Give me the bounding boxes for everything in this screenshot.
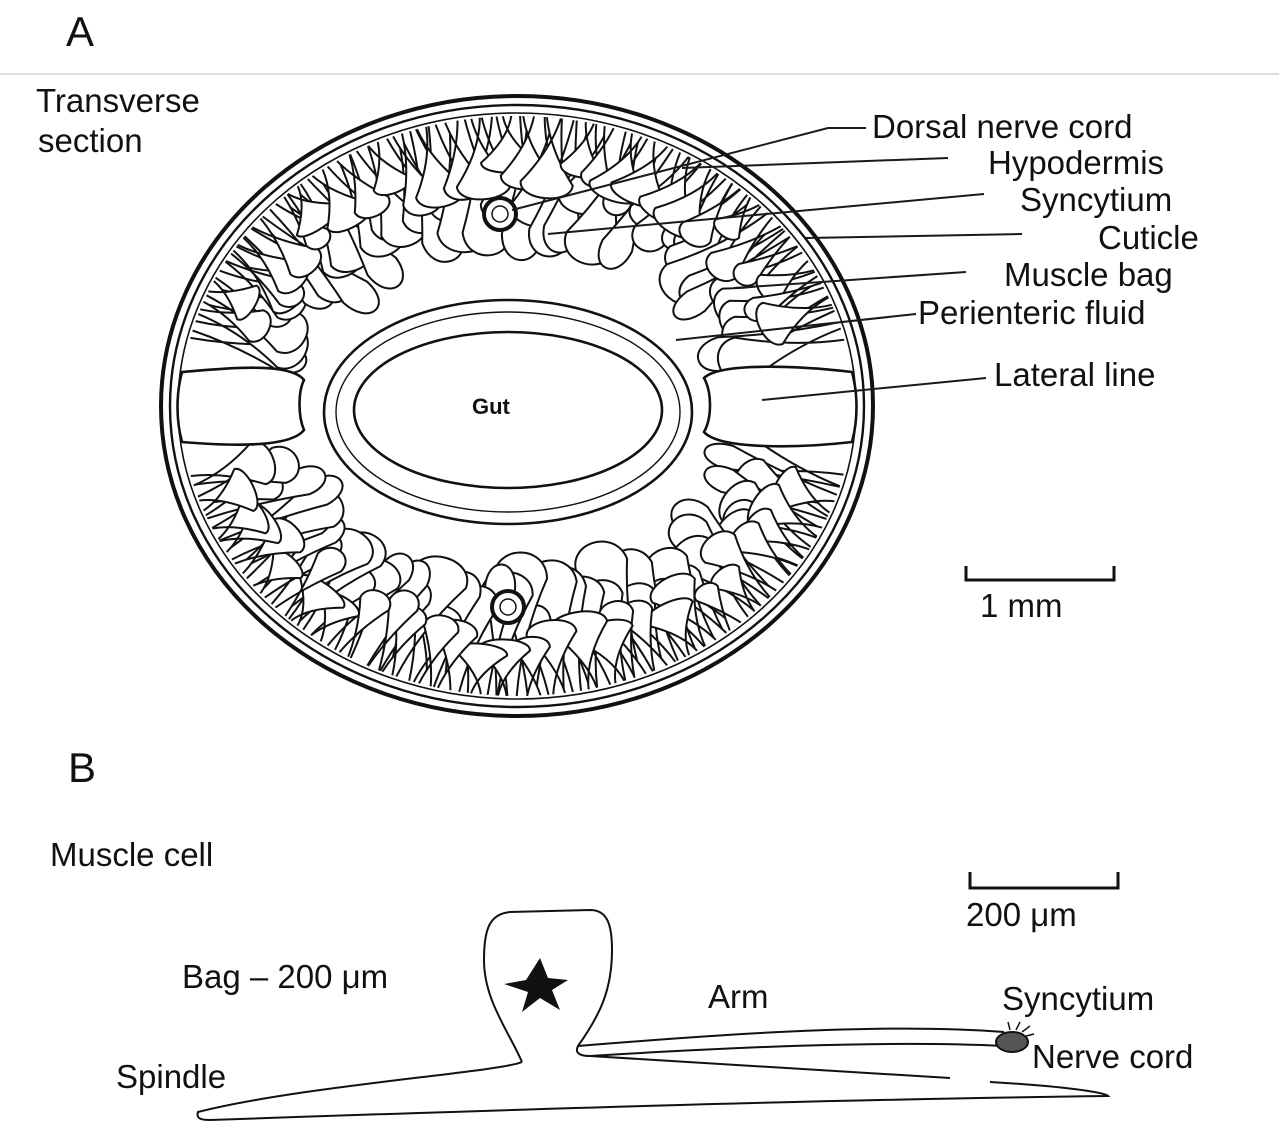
panel-b-letter: B [68, 744, 96, 791]
panel-a-letter: A [66, 8, 94, 55]
muscle-cell-title: Muscle cell [50, 836, 213, 873]
label-nerve-cord: Nerve cord [1032, 1038, 1193, 1075]
lateral-line-right [704, 367, 857, 447]
label-muscle-bag: Muscle bag [1004, 256, 1173, 293]
scale-bar-1mm: 1 mm [966, 566, 1114, 624]
scale-bar-200um: 200 μm [966, 872, 1118, 933]
section-title-line2: section [38, 122, 143, 159]
scale-bar-label-200um: 200 μm [966, 896, 1077, 933]
label-arm: Arm [708, 978, 769, 1015]
label-perienteric-fluid: Perienteric fluid [918, 294, 1145, 331]
muscle-arm [578, 1029, 1004, 1056]
label-spindle: Spindle [116, 1058, 226, 1095]
muscle-cell-diagram [198, 910, 1109, 1120]
label-syncytium: Syncytium [1020, 181, 1172, 218]
scale-bar-line [966, 566, 1114, 580]
muscle-cell-labels: Bag – 200 μm Arm Syncytium Nerve cord Sp… [116, 958, 1193, 1095]
lateral-line-left [178, 368, 305, 445]
label-hypodermis: Hypodermis [988, 144, 1164, 181]
dorsal-nerve-cord [484, 198, 516, 230]
label-syncytium-b: Syncytium [1002, 980, 1154, 1017]
label-lateral-line: Lateral line [994, 356, 1155, 393]
section-title-line1: Transverse [36, 82, 200, 119]
muscle-bag-outline [198, 910, 1109, 1120]
ventral-nerve-cord [492, 591, 524, 623]
transverse-section-diagram: Gut [161, 96, 873, 716]
structure-labels: Dorsal nerve cord Hypodermis Syncytium C… [872, 108, 1199, 393]
label-cuticle: Cuticle [1098, 219, 1199, 256]
syncytium-blob [996, 1032, 1028, 1052]
leader-cuticle [806, 234, 1022, 238]
label-bag: Bag – 200 μm [182, 958, 388, 995]
scale-bar-line-b [970, 872, 1118, 888]
nucleus-icon [504, 958, 568, 1012]
gut-label: Gut [472, 394, 511, 419]
scale-bar-label-1mm: 1 mm [980, 587, 1063, 624]
label-dorsal-nerve-cord: Dorsal nerve cord [872, 108, 1132, 145]
